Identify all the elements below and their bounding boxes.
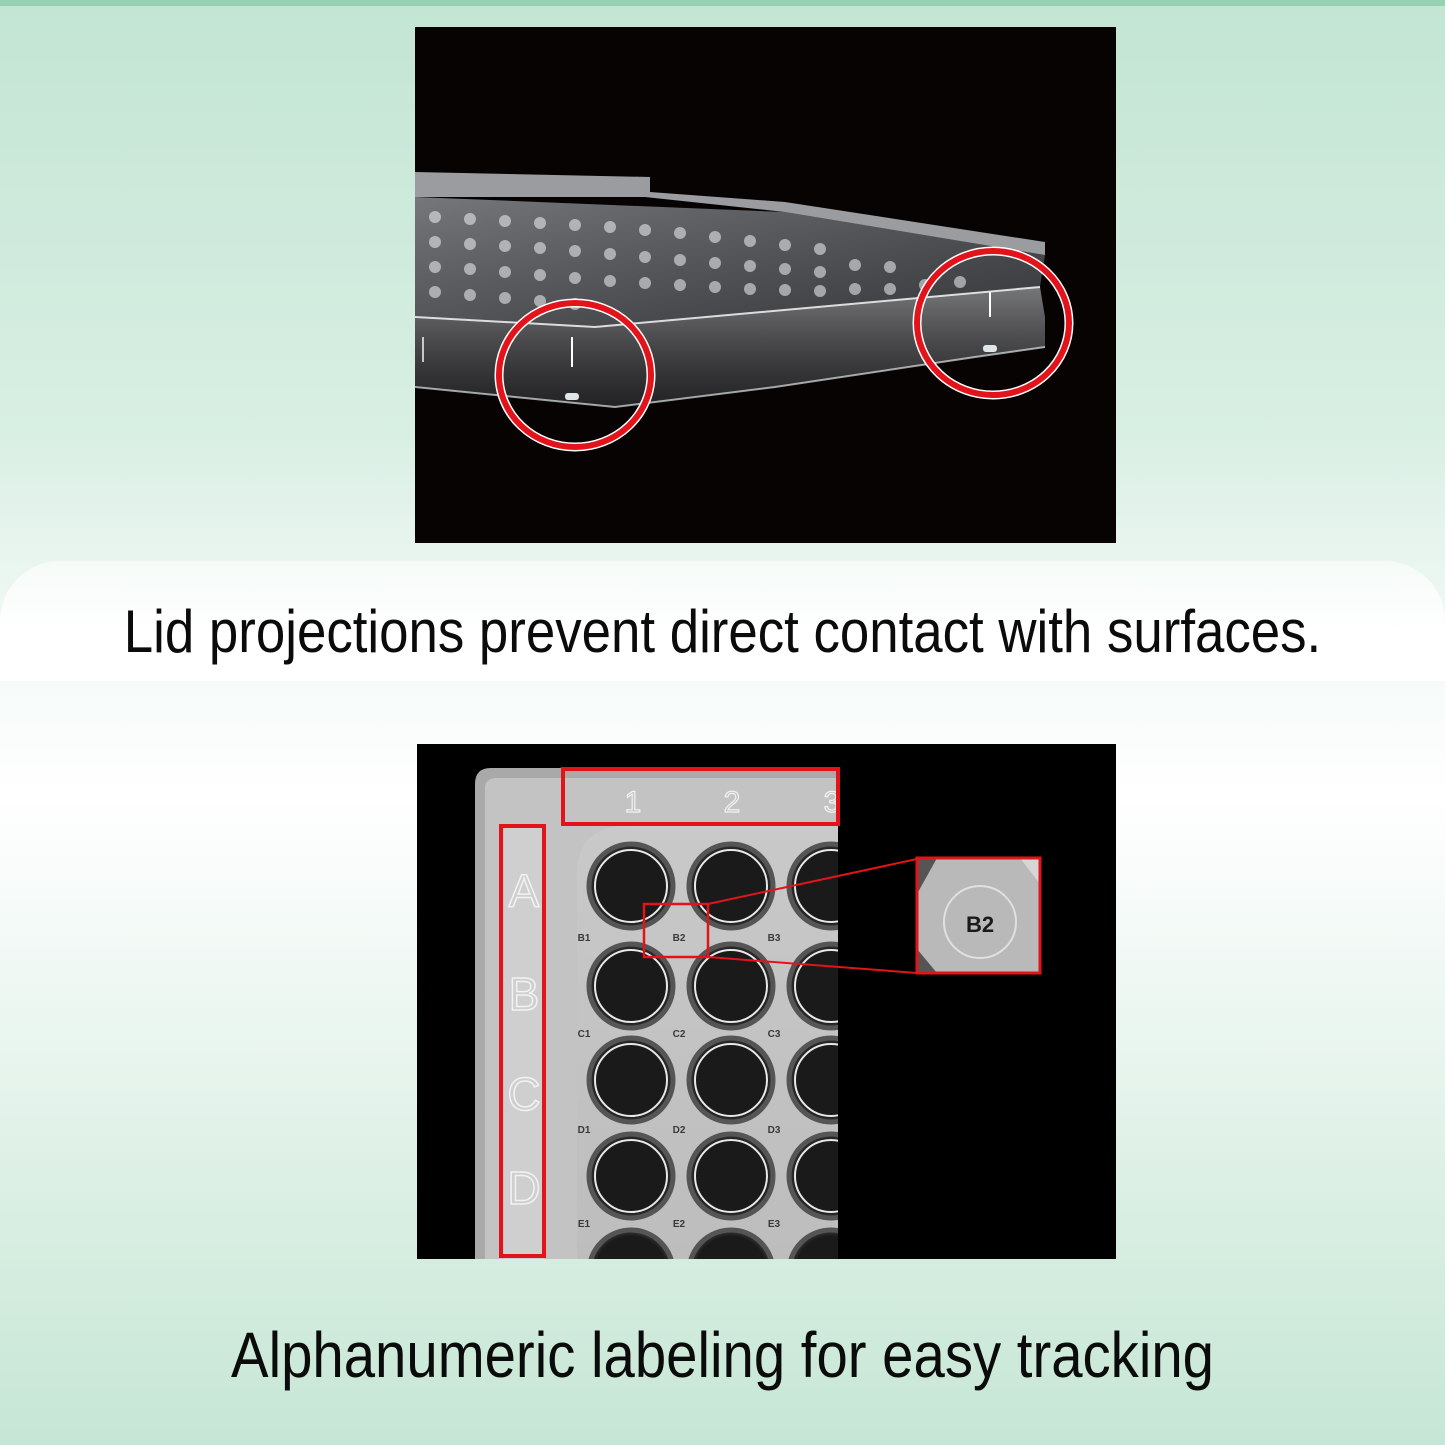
top-accent-bar bbox=[0, 0, 1445, 6]
well-label-e1: E1 bbox=[578, 1219, 591, 1230]
well-label-b2: B2 bbox=[673, 933, 686, 944]
column-label-1: 1 bbox=[625, 786, 642, 819]
column-labels-highlight-box bbox=[561, 767, 840, 826]
well-label-b1: B1 bbox=[578, 933, 591, 944]
caption-band bbox=[0, 561, 1445, 681]
lid-projections-caption: Lid projections prevent direct contact w… bbox=[123, 598, 1322, 665]
alphanumeric-labeling-photo: A B C D 1 2 3 B1 B2 bbox=[417, 744, 1116, 1259]
well-label-c2: C2 bbox=[673, 1029, 686, 1040]
well-label-d2: D2 bbox=[673, 1125, 686, 1136]
well-label-d1: D1 bbox=[578, 1125, 591, 1136]
row-labels-highlight-box bbox=[499, 824, 546, 1258]
well-label-c1: C1 bbox=[578, 1029, 591, 1040]
lid-projections-photo bbox=[415, 27, 1116, 543]
row-label-c: C bbox=[507, 1068, 540, 1120]
well-b2-highlight-box bbox=[642, 902, 710, 959]
row-label-b: B bbox=[509, 968, 540, 1020]
well-label-c3: C3 bbox=[768, 1029, 781, 1040]
well-label-b3: B3 bbox=[768, 933, 781, 944]
well-label-e3: E3 bbox=[768, 1219, 781, 1230]
row-label-a: A bbox=[509, 865, 540, 917]
alphanumeric-labeling-caption: Alphanumeric labeling for easy tracking bbox=[231, 1319, 1214, 1391]
right-projection-highlight-circle bbox=[912, 246, 1074, 400]
b2-zoom-callout: B2 bbox=[915, 856, 1042, 975]
column-label-2: 2 bbox=[724, 786, 741, 819]
left-projection-highlight-circle bbox=[494, 298, 656, 452]
well-plate-illustration: A B C D 1 2 3 B1 B2 bbox=[475, 744, 1116, 1259]
microplate-lid-illustration bbox=[415, 172, 1074, 452]
well-label-e2: E2 bbox=[673, 1219, 686, 1230]
b2-zoom-label: B2 bbox=[966, 912, 994, 937]
well-label-d3: D3 bbox=[768, 1125, 781, 1136]
row-label-d: D bbox=[507, 1162, 540, 1214]
